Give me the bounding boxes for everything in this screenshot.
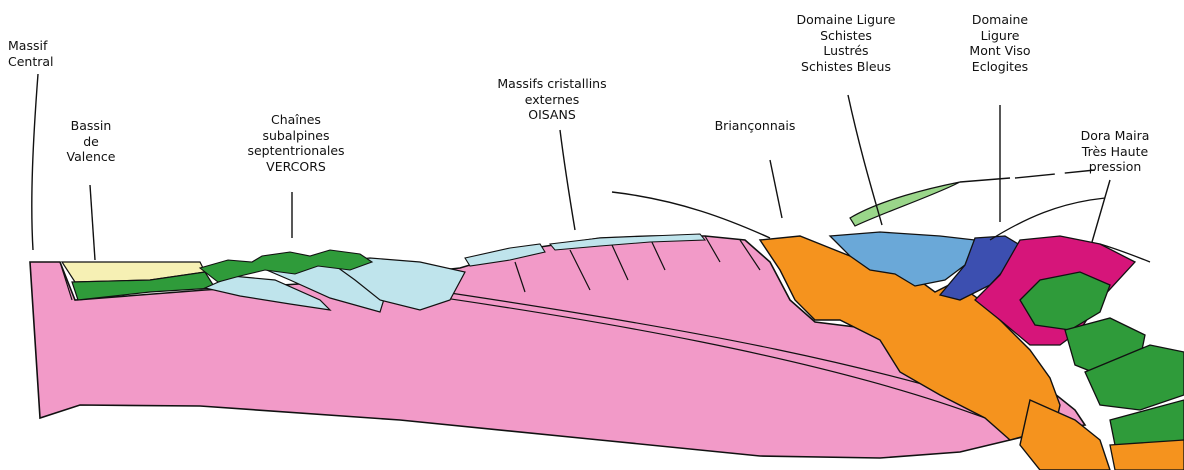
ophiolite-lens bbox=[850, 182, 960, 226]
label-chaines-subalpines: Chaînes subalpines septentrionales VERCO… bbox=[226, 112, 366, 174]
label-domaine-ligure-schistes: Domaine Ligure Schistes Lustrés Schistes… bbox=[776, 12, 916, 74]
pointer-schistes bbox=[848, 95, 882, 225]
structural-line bbox=[990, 198, 1105, 240]
label-dora-maira: Dora Maira Très Haute pression bbox=[1060, 128, 1170, 175]
label-bassin-valence: Bassin de Valence bbox=[56, 118, 126, 165]
label-massif-central: Massif Central bbox=[8, 38, 54, 69]
orange-deep bbox=[1110, 440, 1184, 470]
label-domaine-ligure-viso: Domaine Ligure Mont Viso Eclogites bbox=[950, 12, 1050, 74]
pointer-massif-central bbox=[32, 74, 38, 250]
label-massifs-cristallins: Massifs cristallins externes OISANS bbox=[462, 76, 642, 123]
pointer-dora-maira bbox=[1092, 180, 1110, 242]
structural-line bbox=[612, 192, 770, 238]
label-brianconnais: Briançonnais bbox=[700, 118, 810, 134]
pointer-valence bbox=[90, 185, 95, 260]
structural-line bbox=[960, 178, 1010, 182]
pointer-brianconnais bbox=[770, 160, 782, 218]
pointer-oisans bbox=[560, 130, 575, 230]
